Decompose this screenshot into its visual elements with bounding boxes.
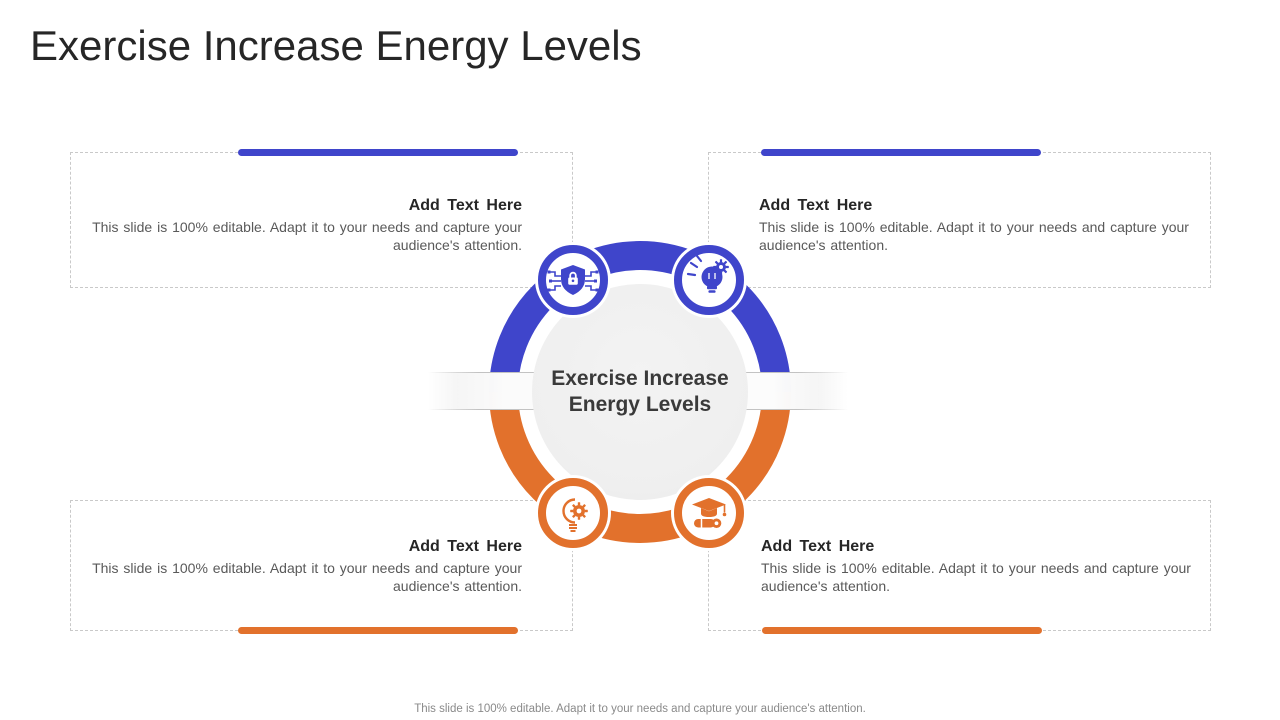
half-bulb-half-gear-icon bbox=[562, 498, 588, 532]
box-body: This slide is 100% editable. Adapt it to… bbox=[761, 560, 1191, 594]
footer-note: This slide is 100% editable. Adapt it to… bbox=[414, 703, 866, 715]
diagram-node-education[interactable] bbox=[671, 475, 747, 551]
accent-bar-top-right bbox=[761, 149, 1041, 156]
box-heading: Add Text Here bbox=[408, 538, 522, 555]
box-heading: Add Text Here bbox=[408, 197, 522, 214]
accent-bar-bottom-right bbox=[762, 627, 1042, 634]
box-body: This slide is 100% editable. Adapt it to… bbox=[759, 219, 1189, 253]
accent-bar-top-left bbox=[238, 149, 518, 156]
lightbulb-gear-icon bbox=[686, 254, 729, 293]
box-body: This slide is 100% editable. Adapt it to… bbox=[92, 219, 522, 253]
text-box-bottom-left[interactable]: Add Text Here This slide is 100% editabl… bbox=[70, 500, 573, 634]
diagram-center-title: Exercise Increase Energy Levels bbox=[420, 366, 860, 418]
box-heading: Add Text Here bbox=[761, 538, 875, 555]
circular-diagram: Exercise Increase Energy Levels bbox=[420, 227, 860, 557]
box-body: This slide is 100% editable. Adapt it to… bbox=[92, 560, 522, 594]
accent-bar-bottom-left bbox=[238, 627, 518, 634]
graduation-cap-icon bbox=[692, 498, 727, 529]
text-box-bottom-right[interactable]: Add Text Here This slide is 100% editabl… bbox=[708, 500, 1211, 634]
node-ring bbox=[538, 478, 608, 548]
center-title-line2: Energy Levels bbox=[568, 393, 712, 416]
slide-title: Exercise Increase Energy Levels bbox=[30, 22, 642, 69]
diagram-node-security[interactable] bbox=[535, 242, 611, 318]
diagram-nodes bbox=[535, 242, 747, 551]
text-box-top-right[interactable]: Add Text Here This slide is 100% editabl… bbox=[708, 149, 1211, 288]
diagram-node-creative[interactable] bbox=[535, 475, 611, 551]
diagram-center-circle bbox=[532, 284, 748, 500]
center-title-line1: Exercise Increase bbox=[551, 367, 729, 390]
diagram-node-idea[interactable] bbox=[671, 242, 747, 318]
diagram-ring bbox=[489, 241, 791, 543]
box-heading: Add Text Here bbox=[759, 197, 873, 214]
ring-bottom-half bbox=[489, 391, 791, 543]
shield-lock-circuit-icon bbox=[547, 265, 599, 295]
ring-top-half bbox=[489, 241, 791, 393]
text-box-top-left[interactable]: Add Text Here This slide is 100% editabl… bbox=[70, 149, 573, 288]
